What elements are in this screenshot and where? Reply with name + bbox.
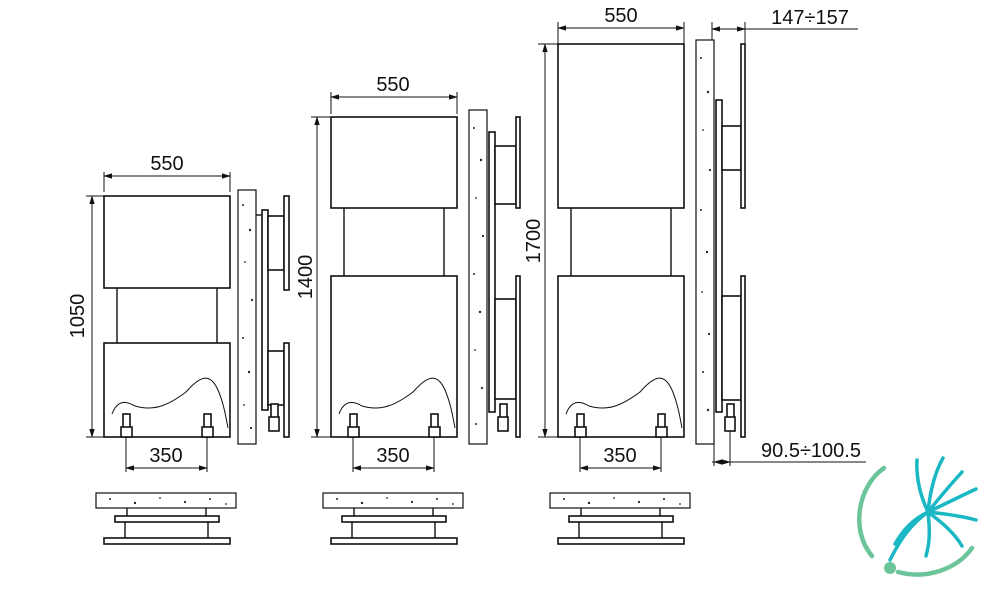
pipe-spacing-label: 350 (376, 445, 409, 467)
radiator-top-1700 (549, 492, 691, 545)
pipe-spacing-label: 350 (149, 445, 182, 467)
radiator-front-1400: 550 1400 350 (295, 74, 458, 472)
height-label: 1700 (523, 219, 545, 264)
height-label: 1400 (295, 255, 317, 300)
width-label: 550 (376, 74, 409, 96)
width-label: 550 (604, 5, 637, 27)
width-label: 550 (150, 153, 183, 175)
height-label: 1050 (67, 294, 89, 339)
radiator-front-1700: 550 1700 350 (523, 5, 685, 472)
radiator-side-1400 (468, 109, 521, 445)
radiator-top-1400 (322, 492, 464, 545)
pipe-spacing-label: 350 (603, 445, 636, 467)
offset-label: 90.5÷100.5 (761, 440, 861, 462)
dandelion-logo-icon (857, 456, 978, 577)
depth-label: 147÷157 (771, 7, 849, 29)
radiator-side-1700: 147÷157 90.5÷100.5 (695, 7, 866, 466)
radiator-front-1050: 550 1050 350 (67, 153, 231, 472)
radiator-side-1050 (237, 189, 290, 445)
radiator-top-1050 (95, 492, 237, 545)
